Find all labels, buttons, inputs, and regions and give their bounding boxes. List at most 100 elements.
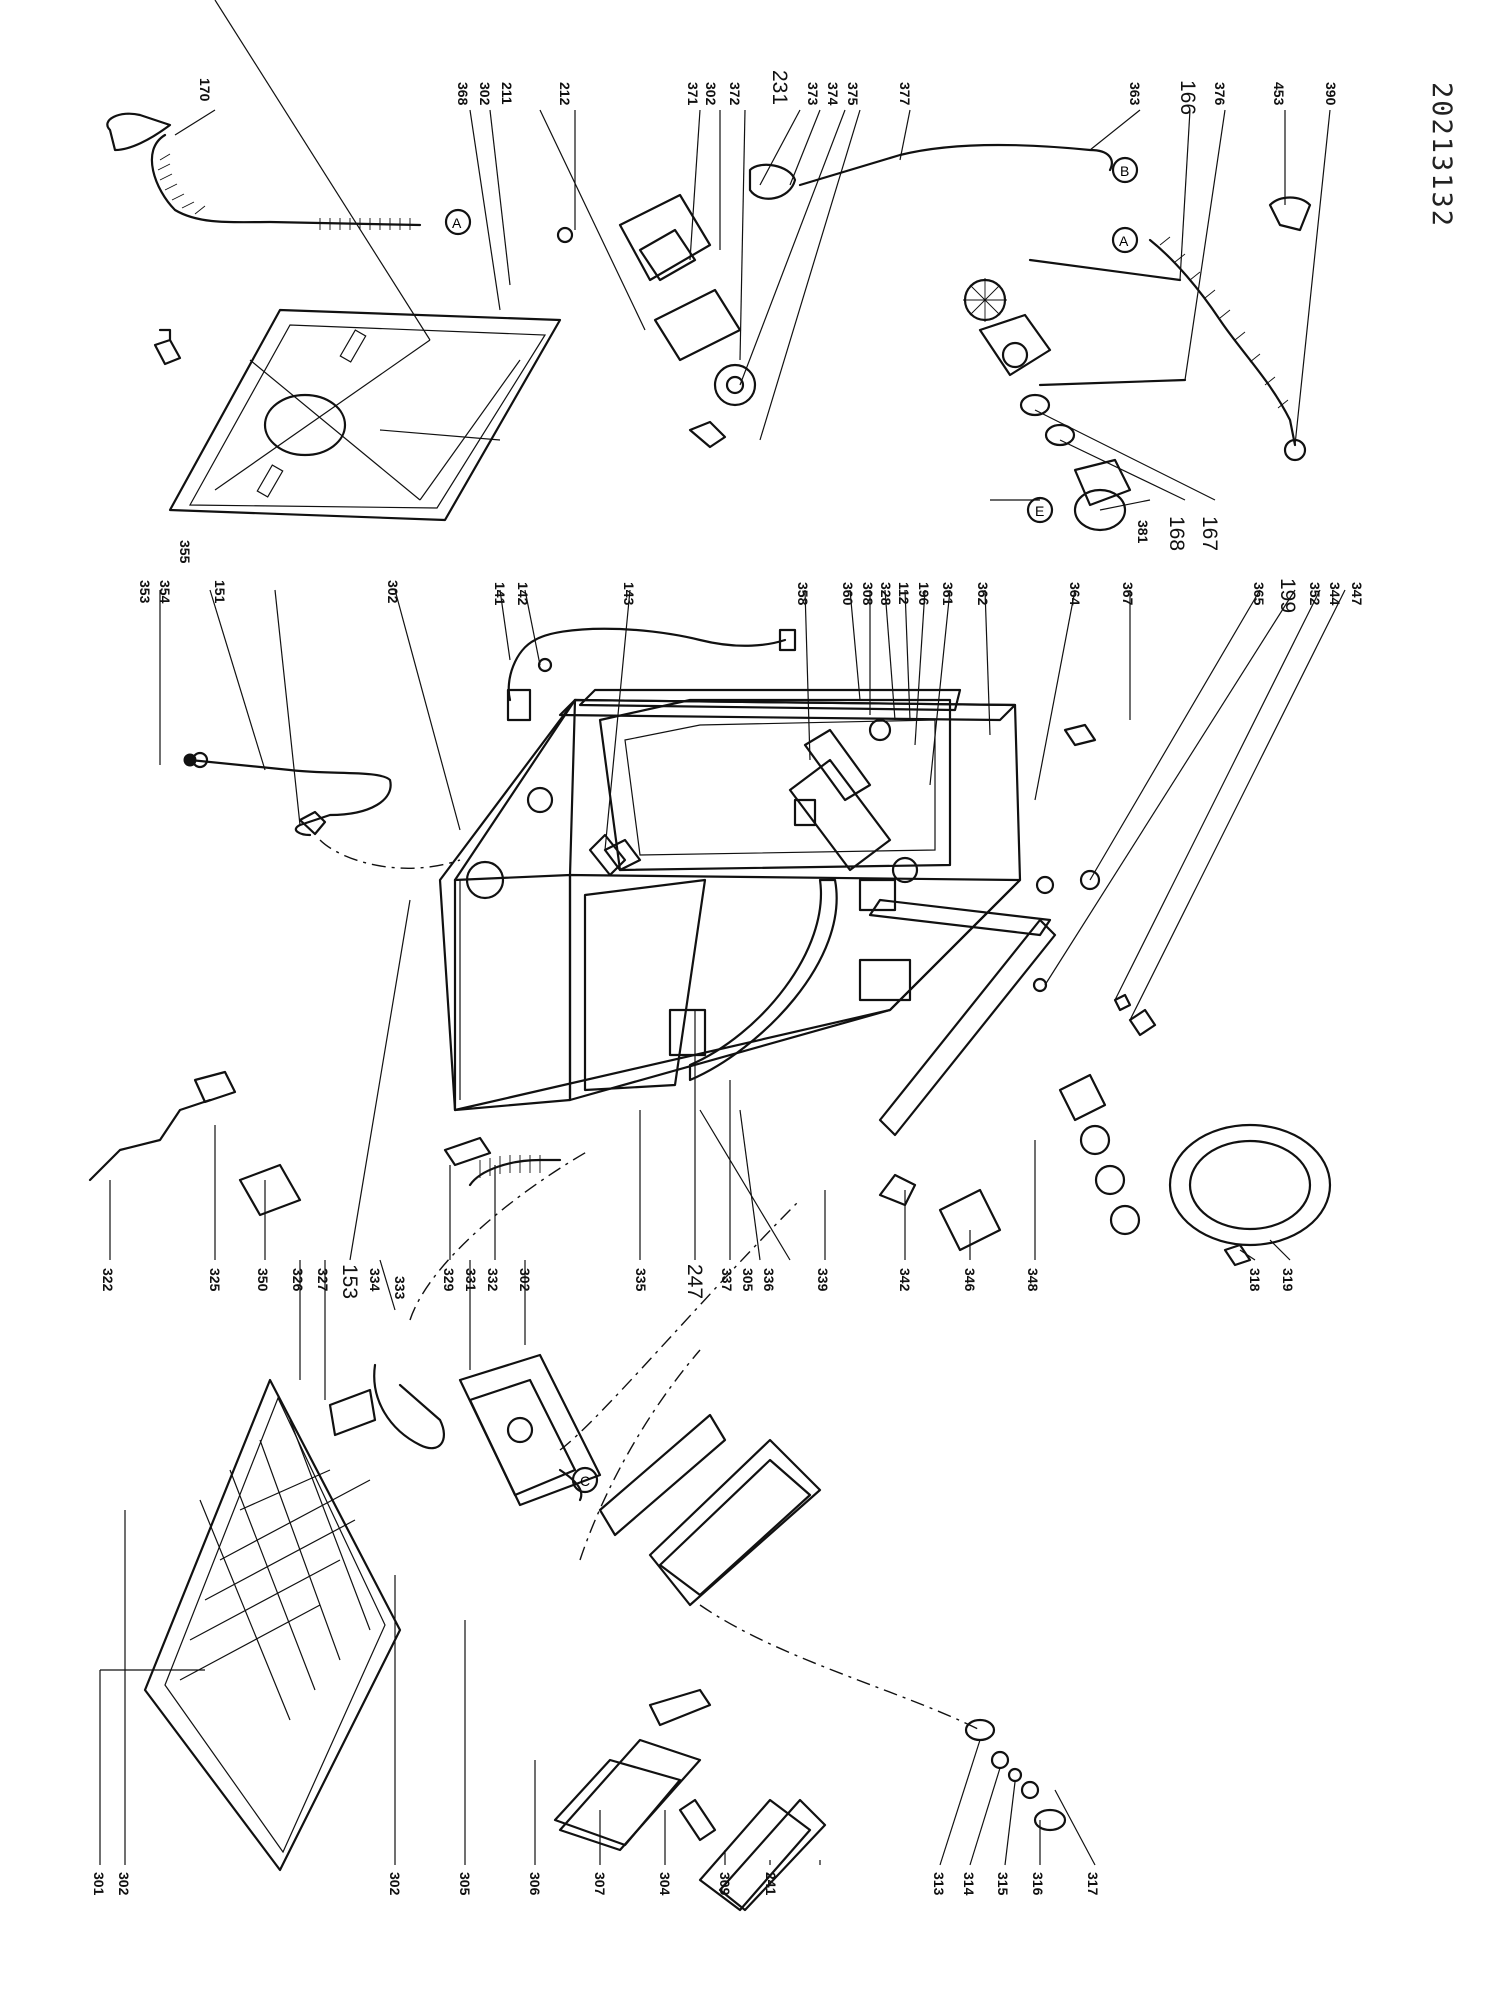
callout-363: 363	[1127, 82, 1143, 106]
callout-170: 170	[197, 78, 213, 102]
callout-346: 346	[962, 1268, 978, 1292]
callout-355: 355	[177, 540, 193, 564]
callout-347: 347	[1349, 582, 1365, 606]
callout-316: 316	[1030, 1872, 1046, 1896]
callout-317: 317	[1085, 1872, 1101, 1896]
bracket-355	[153, 328, 182, 366]
callout-364: 364	[1067, 582, 1083, 606]
callout-344: 344	[1327, 582, 1343, 606]
callout-353: 353	[137, 580, 153, 604]
callout-153: 153	[338, 1264, 361, 1300]
callout-337: 337	[719, 1268, 735, 1292]
callout-375: 375	[845, 82, 861, 106]
callout-305: 305	[740, 1268, 756, 1292]
callout-167: 167	[1198, 516, 1221, 552]
callout-360: 360	[840, 582, 856, 606]
callout-331: 331	[463, 1268, 479, 1292]
callout-350: 350	[255, 1268, 271, 1292]
callout-112: 112	[896, 582, 912, 605]
callout-309: 309	[717, 1872, 733, 1896]
marker-label: B	[1120, 163, 1129, 179]
callout-305b: 305	[457, 1872, 473, 1896]
callout-390: 390	[1323, 82, 1339, 106]
drain-filter-assembly	[964, 1718, 1067, 1832]
callout-326: 326	[290, 1268, 306, 1292]
callout-371: 371	[685, 82, 701, 106]
callout-328: 328	[878, 582, 894, 606]
callout-367: 367	[1120, 582, 1136, 606]
cabinet-frame	[438, 688, 1022, 1112]
callout-318: 318	[1247, 1268, 1263, 1292]
callout-334: 334	[367, 1268, 383, 1292]
marker-a-right	[1111, 226, 1139, 254]
callout-329: 329	[441, 1268, 457, 1292]
top-cover-panel	[168, 0, 562, 522]
callout-333: 333	[392, 1276, 408, 1300]
callout-247: 247	[683, 1264, 706, 1300]
marker-label: C	[580, 1473, 590, 1489]
marker-e	[1026, 496, 1054, 524]
callout-307: 307	[592, 1872, 608, 1896]
callout-308: 308	[860, 582, 876, 606]
door-handle-assembly	[88, 1070, 446, 1450]
callout-327: 327	[315, 1268, 331, 1292]
callout-302c: 302	[385, 580, 401, 604]
drain-hose	[106, 112, 422, 230]
callout-302: 302	[477, 82, 493, 106]
callout-339: 339	[815, 1268, 831, 1292]
callout-453: 453	[1271, 82, 1287, 106]
callout-leaders	[99, 109, 1346, 1866]
marker-label: A	[1119, 233, 1129, 249]
marker-label: E	[1035, 503, 1044, 519]
harness-141	[506, 627, 797, 877]
callout-302d: 302	[517, 1268, 533, 1292]
callout-302b: 302	[703, 82, 719, 106]
marker-a-top	[444, 208, 472, 236]
callout-231: 231	[768, 70, 791, 106]
door-hinge-assembly	[409, 1136, 801, 1507]
callout-241: 241	[763, 1872, 779, 1896]
callout-319: 319	[1280, 1268, 1296, 1292]
control-panel-strips	[579, 898, 1057, 1731]
callout-199: 199	[1276, 578, 1299, 614]
document-number: 20213132	[1426, 82, 1457, 229]
callout-358: 358	[795, 582, 811, 606]
pump-assembly	[963, 196, 1312, 532]
callout-362: 362	[975, 582, 991, 606]
callout-376: 376	[1212, 82, 1228, 106]
callout-381: 381	[1135, 520, 1151, 544]
worktop-panel	[143, 1378, 402, 1872]
callout-335: 335	[633, 1268, 649, 1292]
callout-365: 365	[1251, 582, 1267, 606]
bottom-parts	[878, 723, 1332, 1267]
callout-361: 361	[940, 582, 956, 606]
callout-302e: 302	[387, 1872, 403, 1896]
callout-313: 313	[931, 1872, 947, 1896]
callout-306: 306	[527, 1872, 543, 1896]
motor-assembly	[556, 143, 1113, 449]
callout-325: 325	[207, 1268, 223, 1292]
marker-c	[571, 1466, 599, 1494]
supply-cable	[183, 751, 461, 869]
callout-373: 373	[805, 82, 821, 106]
callout-377: 377	[897, 82, 913, 106]
callout-322: 322	[100, 1268, 116, 1292]
callout-332: 332	[485, 1268, 501, 1292]
callout-336: 336	[761, 1268, 777, 1292]
callout-166: 166	[1176, 80, 1199, 116]
callout-141: 141	[492, 582, 508, 606]
callout-143: 143	[621, 582, 637, 606]
callout-315: 315	[995, 1872, 1011, 1896]
callout-301: 301	[91, 1872, 107, 1896]
callout-212: 212	[557, 82, 573, 106]
callout-342: 342	[897, 1268, 913, 1292]
callout-368: 368	[455, 82, 471, 106]
callout-314: 314	[961, 1872, 977, 1896]
callout-196: 196	[916, 582, 932, 606]
callout-372: 372	[727, 82, 743, 106]
section-markers	[444, 156, 1139, 1494]
marker-b	[1111, 156, 1139, 184]
callout-302a: 302	[116, 1872, 132, 1896]
